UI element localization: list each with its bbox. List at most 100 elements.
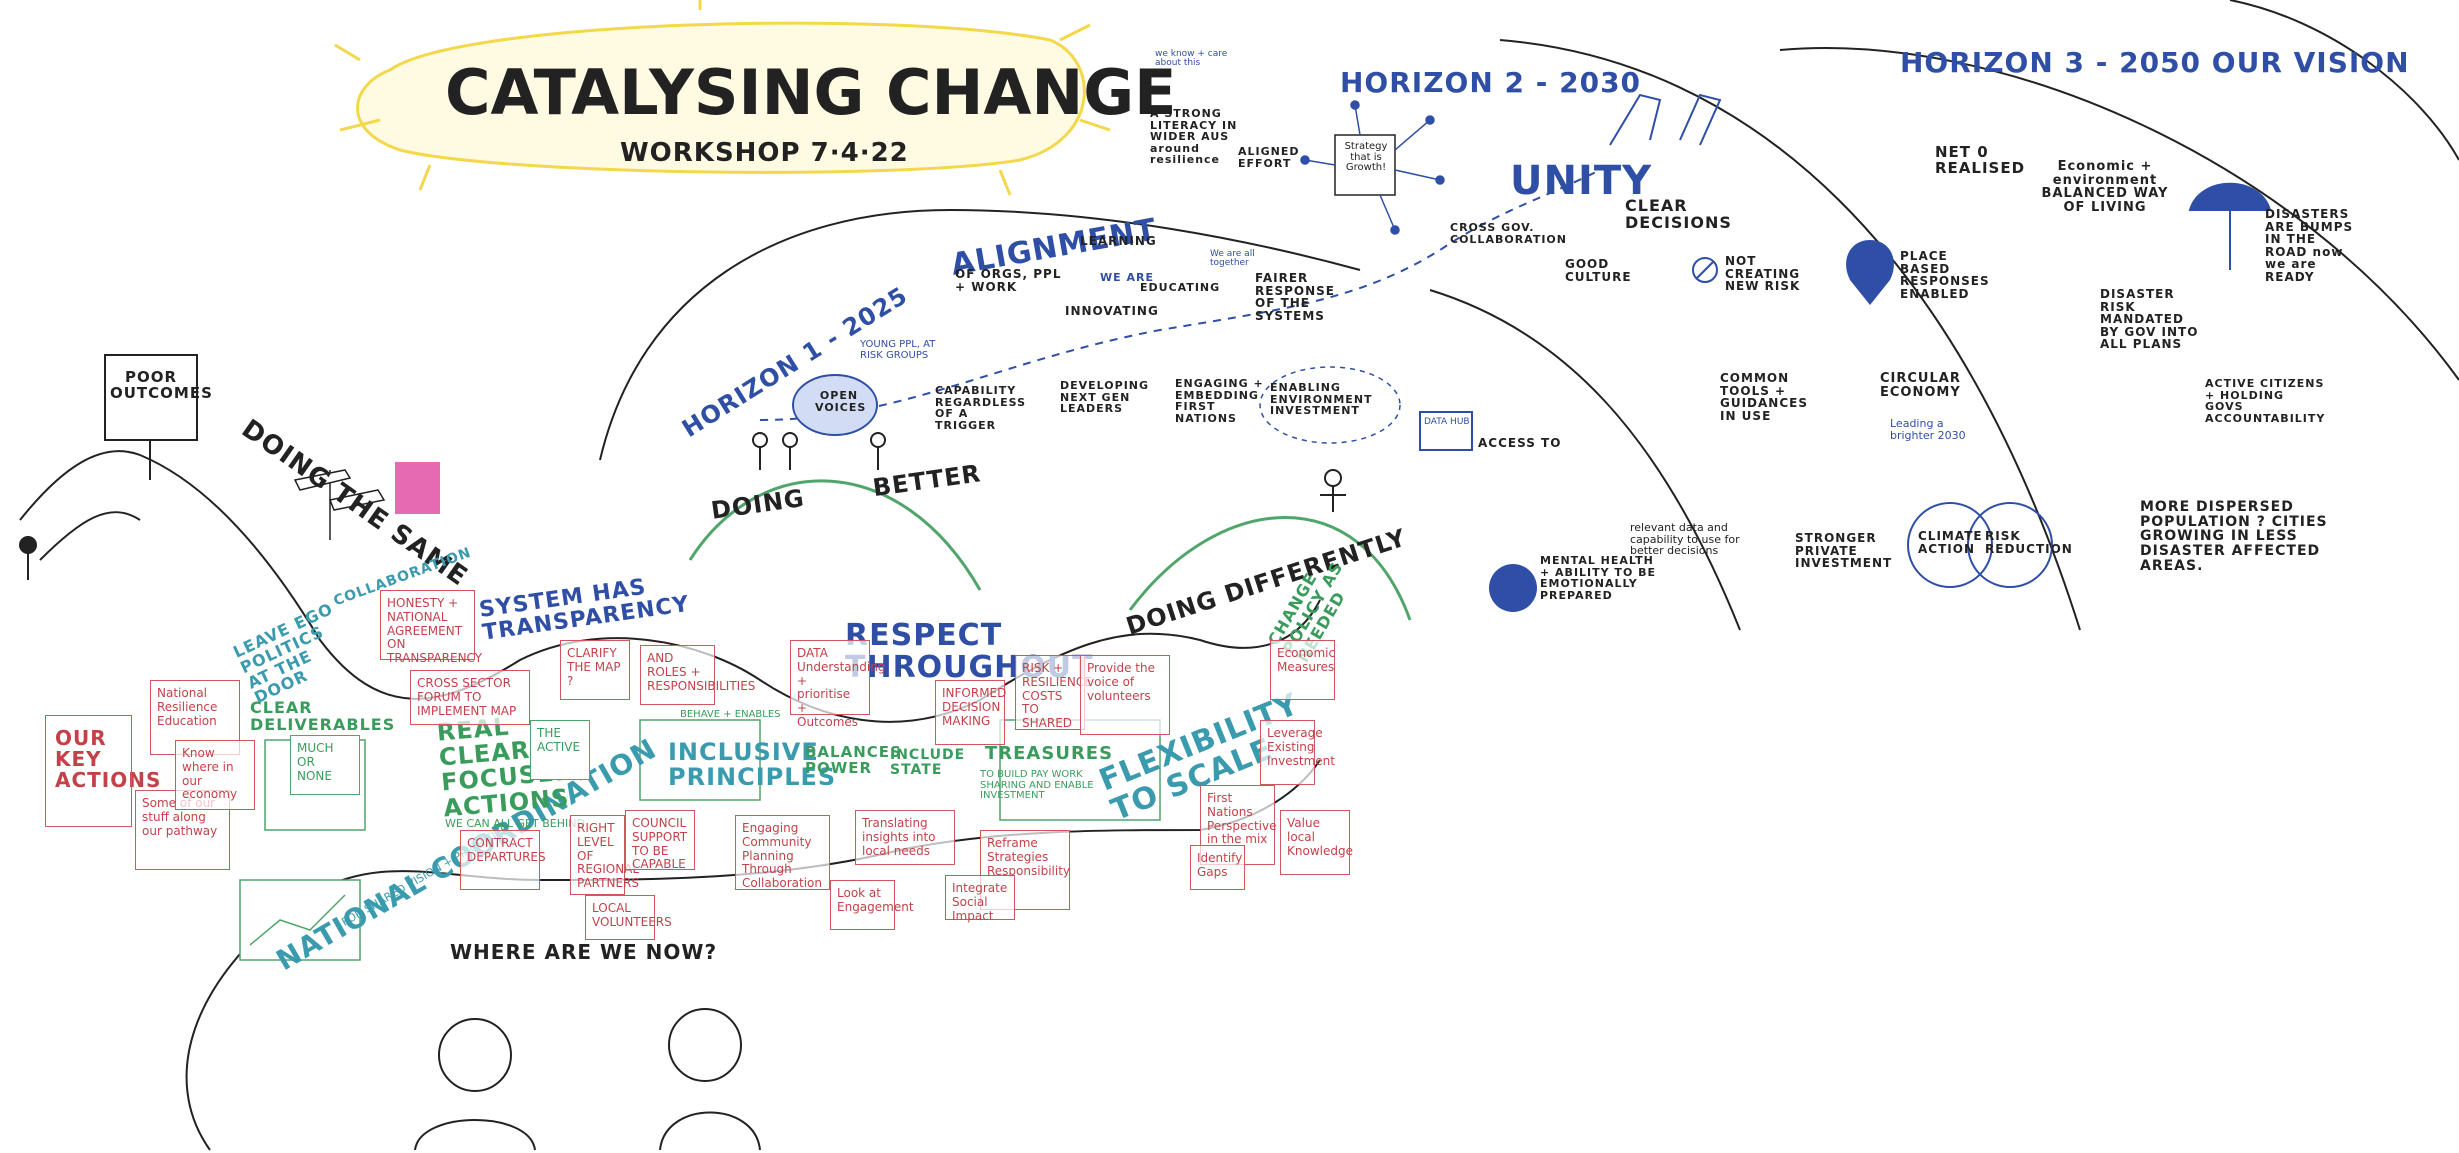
literacy-label: A STRONG LITERACY IN WIDER AUS around re… bbox=[1150, 107, 1238, 167]
sticky-note: AND ROLES + RESPONSIBILITIES bbox=[640, 645, 755, 705]
sticky-note: CONTRACT DEPARTURES bbox=[460, 830, 546, 890]
sticky-note: Integrate Social Impact bbox=[945, 875, 1015, 922]
key-actions-box bbox=[45, 715, 132, 827]
sticky-note: RIGHT LEVEL OF REGIONAL PARTNERS bbox=[570, 815, 639, 895]
umbrella-sticky-note bbox=[395, 462, 440, 514]
inclusive-label: INCLUSIVE PRINCIPLES bbox=[668, 738, 837, 792]
treasures-label: TREASURES bbox=[985, 743, 1114, 764]
sticky-note: Economic Measures bbox=[1270, 640, 1335, 700]
sticky-note: DATA Understanding + prioritise + Outcom… bbox=[790, 640, 885, 729]
young-ppl-label: YOUNG PPL, AT RISK GROUPS bbox=[860, 339, 936, 361]
umbrella-icon bbox=[2188, 182, 2272, 270]
mental-health-label: MENTAL HEALTH + ABILITY TO BE EMOTIONALL… bbox=[1540, 554, 1657, 602]
place-based-label: PLACE BASED RESPONSES ENABLED bbox=[1900, 249, 1990, 301]
poor-outcomes-sign bbox=[104, 354, 198, 480]
fairer-response-label: FAIRER RESPONSE OF THE SYSTEMS bbox=[1255, 271, 1335, 323]
strategy-network bbox=[1300, 100, 1445, 235]
horizon2-label: HORIZON 2 - 2030 bbox=[1340, 66, 1642, 99]
circular-sub: Leading a brighter 2030 bbox=[1890, 417, 1966, 442]
innovating-label: INNOVATING bbox=[1065, 304, 1159, 318]
data-hub-label: DATA HUB bbox=[1424, 417, 1470, 427]
enabling-label: ENABLING ENVIRONMENT INVESTMENT bbox=[1270, 381, 1373, 418]
we-are-label: WE ARE bbox=[1100, 271, 1154, 284]
developing-label: DEVELOPING NEXT GEN LEADERS bbox=[1060, 379, 1150, 416]
mini-chart-sticky bbox=[239, 879, 361, 961]
strategy-label: Strategy that is Growth! bbox=[1344, 141, 1388, 173]
inclusive-tag: BEHAVE + ENABLES bbox=[680, 709, 781, 720]
include-state-label: INCLUDE STATE bbox=[890, 747, 966, 778]
circular-label: CIRCULAR ECONOMY bbox=[1880, 371, 1961, 400]
where-are-we-label: WHERE ARE WE NOW? bbox=[450, 940, 718, 964]
aligned-effort-label: ALIGNED EFFORT bbox=[1238, 145, 1300, 170]
sticky-note: RISK + RESILIENCE COSTS TO SHARED bbox=[1015, 655, 1092, 730]
engaging-label: ENGAGING + EMBEDDING FIRST NATIONS bbox=[1175, 377, 1264, 425]
poor-outcomes-label: POOR OUTCOMES bbox=[110, 368, 213, 402]
not-creating-label: NOT CREATING NEW RISK bbox=[1725, 254, 1801, 294]
real-clear-sub: WE CAN ALL GET BEHIND bbox=[445, 817, 585, 830]
workshop-date: WORKSHOP 7·4·22 bbox=[620, 138, 909, 168]
active-citizens-label: ACTIVE CITIZENS + HOLDING GOVS ACCOUNTAB… bbox=[2205, 377, 2326, 425]
treasures-sub: TO BUILD PAY WORK SHARING AND ENABLE INV… bbox=[980, 769, 1094, 801]
learning-label: LEARNING bbox=[1080, 234, 1157, 248]
balanced-label: Economic + environment BALANCED WAY OF L… bbox=[2041, 159, 2169, 215]
sticky-note: LOCAL VOLUNTEERS bbox=[585, 895, 672, 940]
capability-label: CAPABILITY REGARDLESS OF A TRIGGER bbox=[935, 384, 1027, 432]
sticky-note: CROSS SECTOR FORUM TO IMPLEMENT MAP bbox=[410, 670, 530, 725]
hills bbox=[688, 479, 1412, 621]
high-five-icon bbox=[1609, 93, 1722, 146]
sticky-note: HONESTY + NATIONAL AGREEMENT ON TRANSPAR… bbox=[380, 590, 482, 665]
sticky-note: CLARIFY THE MAP ? bbox=[560, 640, 630, 700]
sticky-note: Identify Gaps bbox=[1190, 845, 1245, 890]
sticky-note: Translating insights into local needs bbox=[855, 810, 955, 865]
net-zero-label: NET 0 REALISED bbox=[1935, 143, 2026, 177]
common-tools-label: COMMON TOOLS + GUIDANCES IN USE bbox=[1720, 371, 1808, 423]
not-creating-icon bbox=[1692, 257, 1718, 283]
facilitator-portraits bbox=[414, 1008, 761, 1151]
sticky-note: COUNCIL SUPPORT TO BE CAPABLE bbox=[625, 810, 695, 871]
sticky-note-green: MUCH OR NONE bbox=[290, 735, 360, 795]
literacy-tag: we know + care about this bbox=[1155, 49, 1228, 69]
climate-risk-venn bbox=[1907, 502, 2053, 588]
mental-health-head-icon bbox=[1489, 564, 1537, 612]
fairer-tag: We are all together bbox=[1210, 249, 1255, 269]
sticky-note: Know where in our economy bbox=[175, 740, 255, 810]
sticky-note: INFORMED DECISION MAKING bbox=[935, 680, 1006, 745]
disasters-label: DISASTERS ARE BUMPS IN THE ROAD now we a… bbox=[2265, 207, 2354, 284]
relevant-data-label: relevant data and capability to use for … bbox=[1630, 521, 1740, 558]
data-hub-screen bbox=[1419, 411, 1473, 451]
balances-power-label: BALANCES POWER bbox=[805, 743, 902, 777]
disaster-risk-label: DISASTER RISK MANDATED BY GOV INTO ALL P… bbox=[2100, 287, 2199, 352]
sticky-note: Value local Knowledge bbox=[1280, 810, 1353, 875]
our-key-actions-label: OUR KEY ACTIONS bbox=[55, 726, 162, 792]
sticky-note: Engaging Community Planning Through Coll… bbox=[735, 815, 830, 890]
clear-deliverables-label: CLEAR DELIVERABLES bbox=[250, 698, 396, 734]
sticky-note-green: THE ACTIVE bbox=[530, 720, 590, 780]
sticky-note: Look at Engagement bbox=[830, 880, 914, 930]
sticky-note: Reframe Strategies Responsibility bbox=[980, 830, 1070, 910]
sticky-note: Provide the voice of volunteers bbox=[1080, 655, 1170, 735]
educating-label: EDUCATING bbox=[1140, 281, 1221, 294]
title-burst bbox=[334, 0, 1111, 196]
sticky-note: Leverage Existing Investment bbox=[1260, 720, 1335, 785]
horizon-arcs bbox=[599, 0, 2459, 631]
location-pin-icon bbox=[1846, 240, 1894, 305]
risk-reduction-label: RISK REDUCTION bbox=[1985, 529, 2073, 556]
alignment-sub: OF ORGS, PPL + WORK bbox=[955, 267, 1062, 294]
stronger-private-label: STRONGER PRIVATE INVESTMENT bbox=[1795, 531, 1893, 571]
direction-sign bbox=[293, 469, 386, 540]
journey-dashed-line bbox=[759, 169, 1601, 421]
open-voices-bubble bbox=[792, 374, 878, 436]
open-voices-label: OPEN VOICES bbox=[815, 389, 867, 414]
unity-label: UNITY bbox=[1510, 158, 1653, 204]
stick-figures bbox=[19, 432, 1346, 580]
access-label: ACCESS TO bbox=[1478, 436, 1562, 450]
enabling-cloud bbox=[1259, 366, 1401, 444]
dispersed-label: MORE DISPERSED POPULATION ? CITIES GROWI… bbox=[2140, 499, 2328, 574]
climate-action-label: CLIMATE ACTION bbox=[1918, 529, 1983, 556]
good-culture-label: GOOD CULTURE bbox=[1565, 257, 1632, 284]
cross-gov-label: CROSS GOV. COLLABORATION bbox=[1450, 221, 1567, 246]
main-title: CATALYSING CHANGE bbox=[445, 56, 1177, 129]
horizon3-label: HORIZON 3 - 2050 OUR VISION bbox=[1900, 46, 2410, 79]
clear-decisions-label: CLEAR DECISIONS bbox=[1625, 196, 1732, 232]
